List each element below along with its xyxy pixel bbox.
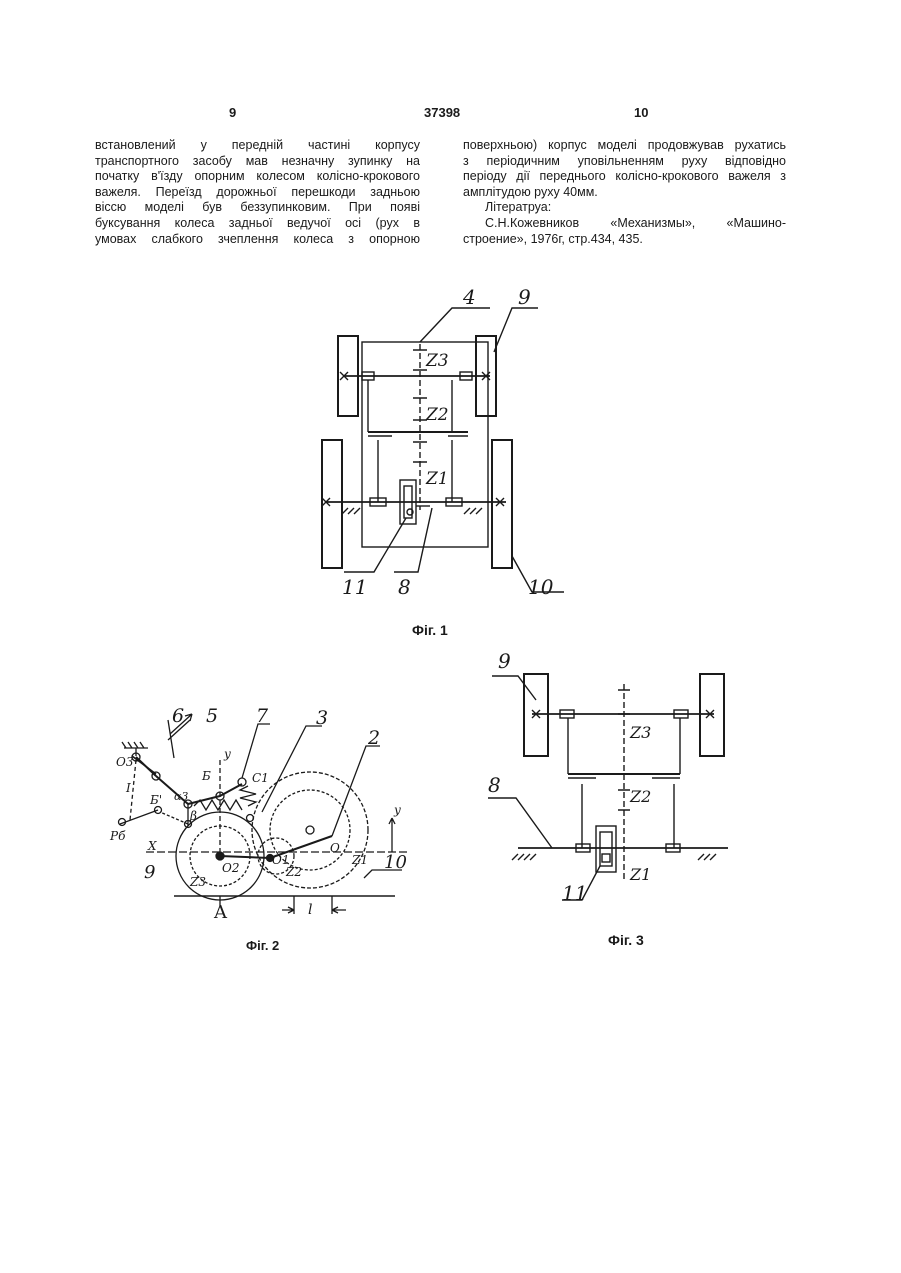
wheel-right bbox=[700, 674, 724, 756]
center-o2 bbox=[216, 852, 224, 860]
label-o3: O3 bbox=[116, 755, 134, 769]
label-y: y bbox=[223, 747, 231, 761]
ratchet-mechanism bbox=[596, 826, 616, 872]
link bbox=[160, 812, 188, 824]
label-2: 2 bbox=[367, 727, 380, 749]
label-10: 10 bbox=[384, 852, 407, 873]
text-line: початку в'їзду опорним колесом колісно-к… bbox=[95, 169, 420, 185]
label-11: 11 bbox=[342, 575, 367, 599]
text-line: поверхньою) корпус моделі продовжував ру… bbox=[463, 138, 786, 154]
ground-hatch-icon bbox=[512, 854, 716, 860]
text-line: встановлений у передній частині корпусу bbox=[95, 138, 420, 154]
text-line: віссю моделі був беззупинковим. При появ… bbox=[95, 200, 420, 216]
figure-3-caption: Фіг. 3 bbox=[608, 932, 644, 948]
label-z2: Z2 bbox=[285, 865, 302, 879]
label-y-right: y bbox=[393, 803, 401, 817]
label-b-prime: Б' bbox=[149, 793, 162, 807]
left-column-text: встановлений у передній частині корпусу … bbox=[95, 138, 420, 247]
spring-icon bbox=[194, 800, 242, 810]
label-c1: C1 bbox=[252, 771, 269, 785]
label-3: 3 bbox=[316, 707, 328, 729]
label-8: 8 bbox=[488, 773, 501, 797]
label-10: 10 bbox=[528, 575, 554, 599]
label-b: Б bbox=[201, 769, 211, 783]
wheel-left bbox=[524, 674, 548, 756]
label-z2: Z2 bbox=[425, 405, 449, 425]
label-z3: Z3 bbox=[425, 351, 449, 371]
text-line: буксування колеса задньої ведучої осі (р… bbox=[95, 216, 420, 232]
leader-line-9 bbox=[492, 676, 536, 700]
text-line: умовах слабкого зчеплення колеса з опорн… bbox=[95, 232, 420, 248]
leader-line-9 bbox=[494, 308, 538, 352]
center-o bbox=[306, 826, 314, 834]
label-7: 7 bbox=[256, 705, 269, 727]
rear-left-wheel bbox=[322, 440, 342, 568]
label-i: I bbox=[125, 781, 131, 795]
text-line: амплітудою руху 40мм. bbox=[463, 185, 786, 201]
patent-number: 37398 bbox=[424, 105, 460, 120]
label-8: 8 bbox=[398, 575, 411, 599]
figure-1-caption: Фіг. 1 bbox=[412, 622, 448, 638]
page-number-right: 10 bbox=[634, 105, 648, 120]
leader-line-2 bbox=[332, 746, 380, 836]
label-z1: Z1 bbox=[351, 853, 368, 867]
y-arrow-icon bbox=[389, 818, 395, 852]
fixed-support-icon bbox=[122, 742, 148, 748]
label-z3: Z3 bbox=[629, 723, 651, 742]
label-o: O bbox=[330, 841, 340, 855]
label-pb: Pб bbox=[109, 829, 126, 843]
spring-c1-icon bbox=[240, 786, 256, 806]
reference-line: строение», 1976г, стр.434, 435. bbox=[463, 232, 786, 248]
label-9: 9 bbox=[498, 649, 511, 673]
label-5: 5 bbox=[206, 705, 218, 727]
label-z1: Z1 bbox=[425, 469, 449, 489]
link-o2-o1 bbox=[220, 856, 270, 858]
leader-line-11 bbox=[344, 518, 406, 572]
vehicle-body-outline bbox=[362, 342, 488, 547]
page-number-left: 9 bbox=[229, 105, 236, 120]
dimension-arrows-icon bbox=[282, 907, 346, 913]
text-line: важеля. Переїзд дорожньої перешкоди задн… bbox=[95, 185, 420, 201]
literature-heading: Літератруа: bbox=[463, 200, 786, 216]
label-4: 4 bbox=[462, 285, 476, 309]
label-alpha3: α3 bbox=[174, 790, 188, 803]
ratchet-pin bbox=[602, 854, 610, 862]
figure-3-drawing: 9 Z3 8 Z2 11 Z1 bbox=[478, 640, 748, 910]
figure-1-drawing: 4 9 Z3 Z2 Z1 11 8 10 bbox=[300, 280, 580, 620]
text-line: з періодичним уповільненням руху відпові… bbox=[463, 154, 786, 170]
label-a: A bbox=[213, 902, 228, 923]
label-z1: Z1 bbox=[629, 865, 651, 884]
joint bbox=[247, 815, 254, 822]
text-line: транспортного засобу мав незначну зупинк… bbox=[95, 154, 420, 170]
text-line: періоду дії переднього колісно-крокового… bbox=[463, 169, 786, 185]
label-11: 11 bbox=[562, 881, 587, 905]
label-9: 9 bbox=[144, 862, 155, 883]
label-z3: Z3 bbox=[189, 875, 206, 889]
label-x: X bbox=[147, 839, 157, 853]
leader-line-7 bbox=[242, 724, 270, 778]
label-z2: Z2 bbox=[629, 787, 651, 806]
label-o2: O2 bbox=[222, 861, 239, 875]
right-column-text: поверхньою) корпус моделі продовжував ру… bbox=[463, 138, 786, 247]
leader-line-3 bbox=[262, 726, 322, 812]
label-l: l bbox=[308, 902, 312, 918]
figure-2-drawing: 6 5 7 3 2 O3 Б y C1 Б' α3 β Pб X O2 O1 O… bbox=[110, 700, 420, 935]
label-beta: β bbox=[189, 809, 197, 823]
dashed-arc bbox=[130, 760, 136, 820]
leader-line-8 bbox=[488, 798, 552, 848]
reference-line: С.Н.Кожевников «Механизмы», «Машино- bbox=[463, 216, 786, 232]
label-6: 6 bbox=[172, 705, 184, 727]
link bbox=[188, 796, 220, 804]
figure-2-caption: Фіг. 2 bbox=[246, 938, 279, 953]
label-9: 9 bbox=[518, 285, 531, 309]
